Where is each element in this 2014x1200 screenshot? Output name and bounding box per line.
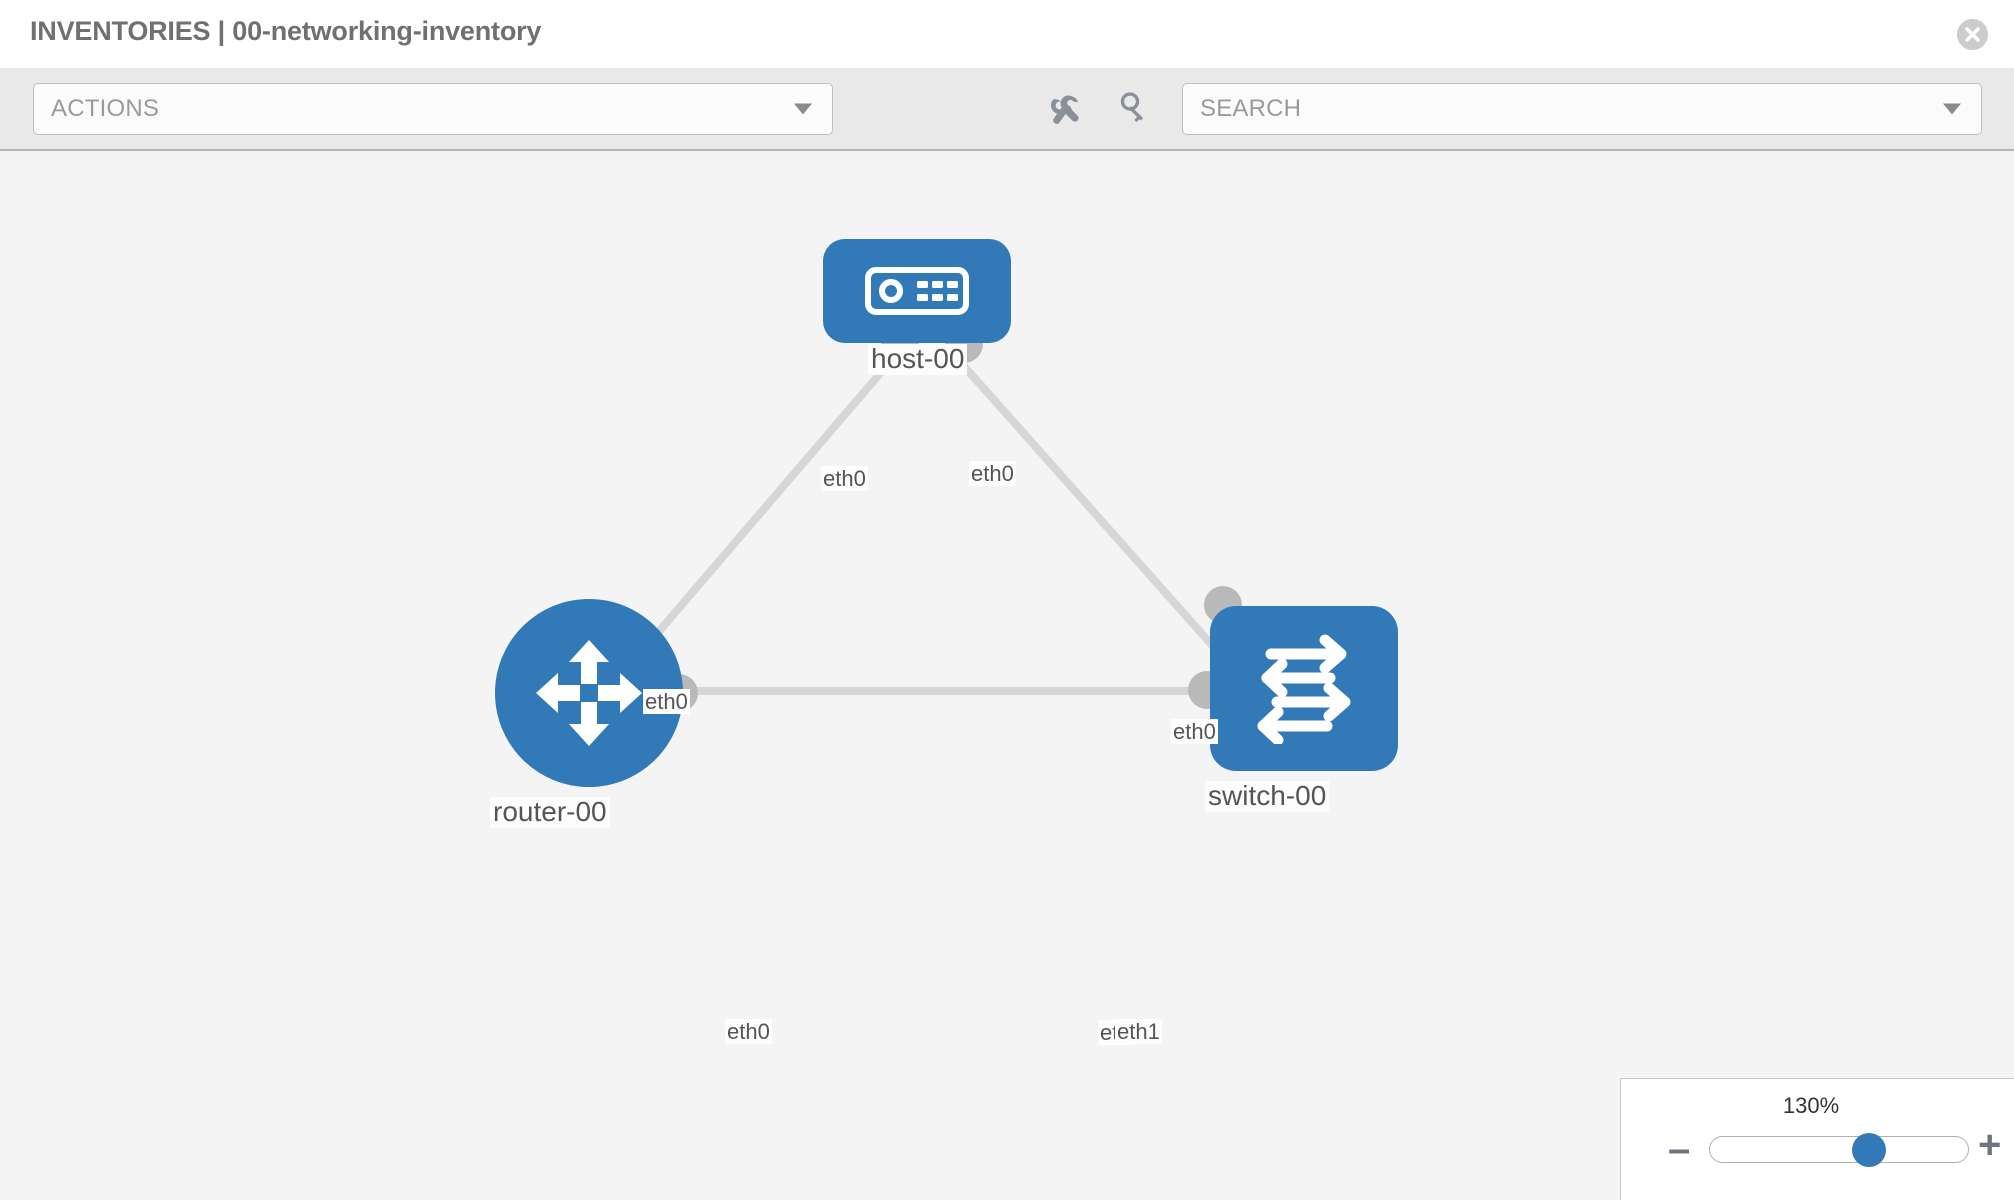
toolbar: ACTIONS [0, 68, 2014, 151]
chevron-down-icon [1943, 103, 1961, 115]
link-label-host-right: eth0 [969, 461, 1016, 487]
zoom-control-panel: 130% – + [1620, 1078, 2014, 1200]
close-icon[interactable] [1957, 19, 1988, 50]
search-input-placeholder: SEARCH [1200, 95, 1302, 122]
wrench-icon[interactable] [1046, 92, 1082, 128]
host-icon-shape[interactable] [823, 239, 1011, 343]
topology-node-switch[interactable]: switch-00 [1188, 586, 1398, 812]
zoom-in-button[interactable]: + [1978, 1123, 2002, 1167]
zoom-slider-track[interactable] [1709, 1133, 1969, 1167]
topology-canvas[interactable]: host-00 eth0 eth0 [0, 151, 2014, 1200]
link-label-host-left: eth0 [821, 466, 868, 492]
switch-node-label: switch-00 [1205, 780, 1330, 812]
topology-node-host[interactable]: host-00 [823, 239, 1011, 375]
link-label-router-top: eth0 [643, 689, 690, 715]
link-label-router-right: eth0 [725, 1019, 772, 1045]
zoom-level-value: 130% [1782, 1093, 1840, 1118]
actions-dropdown-label: ACTIONS [51, 95, 160, 122]
router-arrows-icon [536, 640, 642, 746]
server-icon [865, 267, 969, 315]
page-header: INVENTORIES | 00-networking-inventory [0, 0, 2014, 68]
zoom-slider-thumb[interactable] [1852, 1133, 1887, 1167]
key-icon[interactable] [1112, 92, 1148, 128]
zoom-slider-row: – + [1621, 1123, 2014, 1173]
switch-arrows-icon [1257, 634, 1351, 744]
switch-icon-shape[interactable] [1210, 606, 1398, 771]
zoom-out-button[interactable]: – [1668, 1127, 1691, 1171]
chevron-down-icon [794, 103, 812, 115]
page-title: INVENTORIES | 00-networking-inventory [30, 16, 542, 46]
link-label-switch-top: eth0 [1171, 719, 1218, 745]
link-label-switch-left: eth1 [1115, 1019, 1162, 1045]
router-node-label: router-00 [490, 796, 610, 828]
topology-links [621, 353, 1238, 695]
actions-dropdown[interactable]: ACTIONS [33, 83, 833, 135]
host-node-label: host-00 [868, 343, 968, 375]
search-input[interactable]: SEARCH [1182, 83, 1982, 135]
